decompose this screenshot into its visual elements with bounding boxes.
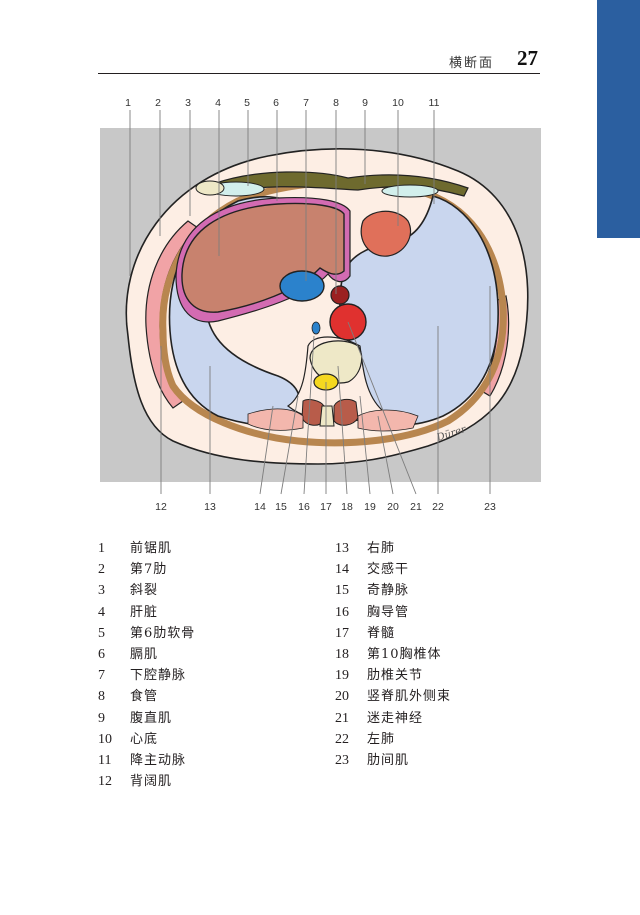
svg-text:5: 5 (244, 97, 250, 109)
back-muscle-band (247, 408, 304, 431)
svg-text:22: 22 (432, 501, 444, 513)
bottom-leader-lines (160, 286, 491, 495)
svg-text:2: 2 (155, 97, 161, 109)
anatomical-cross-section-figure: Dürer 1 2 3 4 5 6 7 8 9 10 11 (98, 96, 542, 516)
chapter-side-tab (597, 0, 640, 238)
svg-text:19: 19 (364, 501, 376, 513)
svg-text:10: 10 (392, 97, 404, 109)
svg-text:15: 15 (275, 501, 287, 513)
svg-text:20: 20 (387, 501, 399, 513)
svg-text:16: 16 (298, 501, 310, 513)
back-muscle-band-left (357, 409, 419, 432)
svg-text:9: 9 (362, 97, 368, 109)
esophagus (330, 285, 350, 305)
svg-text:4: 4 (215, 97, 221, 109)
section-title: 横断面 (448, 56, 494, 71)
spinous-process (319, 405, 335, 427)
svg-text:11: 11 (429, 97, 440, 109)
top-labels: 1 2 3 4 5 6 7 8 9 10 11 (125, 97, 440, 109)
azygos-vein (311, 321, 321, 335)
svg-text:1: 1 (125, 97, 131, 109)
svg-text:13: 13 (204, 501, 216, 513)
liver (181, 202, 345, 313)
svg-text:23: 23 (484, 501, 496, 513)
svg-text:12: 12 (155, 501, 167, 513)
bottom-labels: 12 13 14 15 16 17 18 19 20 21 22 23 (155, 501, 496, 513)
svg-text:3: 3 (185, 97, 191, 109)
rib-cartilage-small (195, 180, 225, 196)
running-head: 横断面 27 (98, 44, 540, 74)
svg-text:14: 14 (254, 501, 266, 513)
svg-text:18: 18 (341, 501, 353, 513)
costal-cartilage-right (381, 184, 439, 198)
svg-text:8: 8 (333, 97, 339, 109)
svg-text:17: 17 (320, 501, 332, 513)
page-number: 27 (517, 46, 538, 70)
svg-text:21: 21 (410, 501, 422, 513)
erector-spinae-left (333, 398, 359, 426)
svg-text:7: 7 (303, 97, 309, 109)
top-leader-lines (129, 110, 435, 294)
rib-ring (159, 178, 507, 447)
inferior-vena-cava (279, 270, 325, 302)
svg-text:6: 6 (273, 97, 279, 109)
